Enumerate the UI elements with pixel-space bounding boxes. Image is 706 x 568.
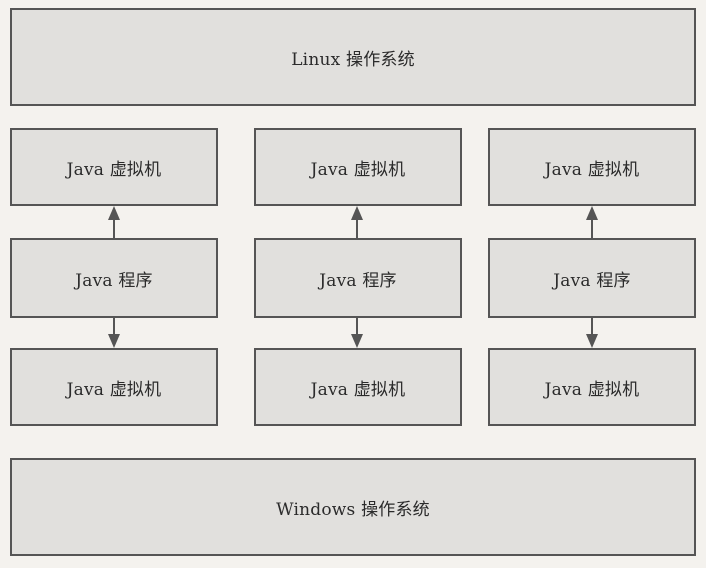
column-3-program-box: Java 程序 — [488, 238, 696, 318]
column-2-bottom-jvm-box: Java 虚拟机 — [254, 348, 462, 426]
column-2-program-label: Java 程序 — [319, 270, 397, 291]
column-2-top-jvm-box: Java 虚拟机 — [254, 128, 462, 206]
column-3-program-label: Java 程序 — [553, 270, 631, 291]
column-1-down-arrow-head — [108, 334, 120, 348]
linux-os-box: Linux 操作系统 — [10, 8, 696, 106]
column-3-top-jvm-label: Java 虚拟机 — [544, 159, 640, 180]
column-2-down-arrow-head — [351, 334, 363, 348]
column-1-top-jvm-box: Java 虚拟机 — [10, 128, 218, 206]
column-1-up-arrow-head — [108, 206, 120, 220]
column-3-top-jvm-box: Java 虚拟机 — [488, 128, 696, 206]
column-3-down-arrow-head — [586, 334, 598, 348]
column-1-bottom-jvm-box: Java 虚拟机 — [10, 348, 218, 426]
column-2-program-box: Java 程序 — [254, 238, 462, 318]
column-1-top-jvm-label: Java 虚拟机 — [66, 159, 162, 180]
column-2-up-arrow-head — [351, 206, 363, 220]
windows-os-box: Windows 操作系统 — [10, 458, 696, 556]
column-3-bottom-jvm-box: Java 虚拟机 — [488, 348, 696, 426]
column-1-bottom-jvm-label: Java 虚拟机 — [66, 379, 162, 400]
column-2-top-jvm-label: Java 虚拟机 — [310, 159, 406, 180]
column-1-program-box: Java 程序 — [10, 238, 218, 318]
column-3-up-arrow-head — [586, 206, 598, 220]
column-2-bottom-jvm-label: Java 虚拟机 — [310, 379, 406, 400]
linux-os-label: Linux 操作系统 — [291, 49, 415, 70]
column-3-bottom-jvm-label: Java 虚拟机 — [544, 379, 640, 400]
column-1-program-label: Java 程序 — [75, 270, 153, 291]
windows-os-label: Windows 操作系统 — [276, 499, 430, 520]
